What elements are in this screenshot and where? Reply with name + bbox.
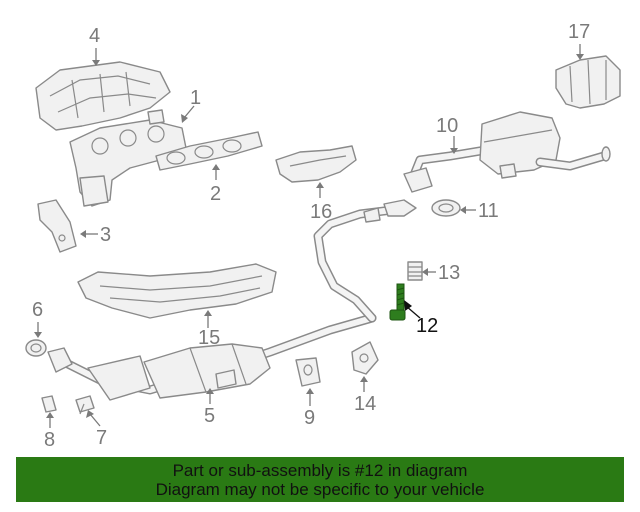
callout-2: 2 bbox=[210, 183, 221, 205]
callout-10: 10 bbox=[436, 115, 458, 137]
part-7-bolt bbox=[75, 395, 95, 415]
part-6-gasket-ring bbox=[25, 339, 47, 357]
arrow-2 bbox=[212, 164, 220, 170]
part-9-hanger bbox=[295, 357, 321, 387]
part-11-gasket bbox=[431, 199, 461, 217]
callout-13: 13 bbox=[438, 262, 460, 284]
callout-1: 1 bbox=[190, 87, 201, 109]
callout-14: 14 bbox=[354, 393, 376, 415]
part-17-rear-heat-shield bbox=[555, 55, 621, 109]
callout-11: 11 bbox=[478, 200, 499, 222]
arrow-17 bbox=[576, 54, 584, 60]
arrow-10 bbox=[450, 148, 458, 154]
arrow-6 bbox=[34, 332, 42, 338]
banner-line-1: Part or sub-assembly is #12 in diagram bbox=[172, 460, 468, 480]
arrow-13 bbox=[422, 268, 428, 276]
part-2-manifold-gasket bbox=[155, 131, 263, 171]
part-12-stud-bolt bbox=[389, 283, 406, 321]
part-16-heat-insulator bbox=[275, 145, 357, 183]
callout-17: 17 bbox=[568, 21, 590, 43]
part-10-tailpipe-muffler bbox=[403, 111, 611, 193]
callout-9: 9 bbox=[304, 407, 315, 429]
arrow-7 bbox=[86, 410, 94, 418]
arrow-1 bbox=[181, 114, 188, 123]
arrow-5 bbox=[206, 388, 214, 394]
part-1-exhaust-manifold bbox=[69, 109, 187, 207]
callouts: 4 1 2 3 16 15 10 17 11 bbox=[32, 21, 590, 451]
part-15-floor-heat-insulator bbox=[77, 263, 277, 319]
callout-5: 5 bbox=[204, 405, 215, 427]
callout-3: 3 bbox=[100, 224, 111, 246]
callout-16: 16 bbox=[310, 201, 332, 223]
arrow-8 bbox=[46, 412, 54, 418]
part-5-front-pipe-converter bbox=[47, 313, 377, 401]
callout-4: 4 bbox=[89, 25, 100, 47]
arrow-16 bbox=[316, 182, 324, 188]
part-8-nut bbox=[41, 395, 57, 413]
callout-12: 12 bbox=[416, 315, 438, 337]
part-14-hanger-bracket bbox=[351, 341, 379, 375]
arrow-11 bbox=[460, 206, 466, 214]
arrow-15 bbox=[204, 310, 212, 316]
arrow-14 bbox=[360, 376, 368, 382]
info-banner: Part or sub-assembly is #12 in diagram D… bbox=[16, 457, 624, 502]
arrow-3 bbox=[80, 230, 86, 238]
leader-7 bbox=[89, 413, 101, 427]
arrow-4 bbox=[92, 60, 100, 66]
arrow-9 bbox=[306, 388, 314, 394]
callout-6: 6 bbox=[32, 299, 43, 321]
arrow-12 bbox=[404, 300, 412, 311]
part-3-bracket bbox=[37, 199, 77, 253]
part-4-manifold-heat-shield bbox=[35, 61, 171, 131]
callout-7: 7 bbox=[96, 427, 107, 449]
banner-line-2: Diagram may not be specific to your vehi… bbox=[155, 479, 485, 499]
part-13-spring bbox=[407, 261, 423, 281]
center-exhaust-pipe bbox=[313, 199, 417, 323]
leader-1 bbox=[183, 105, 195, 119]
callout-15: 15 bbox=[198, 327, 220, 349]
callout-8: 8 bbox=[44, 429, 55, 451]
